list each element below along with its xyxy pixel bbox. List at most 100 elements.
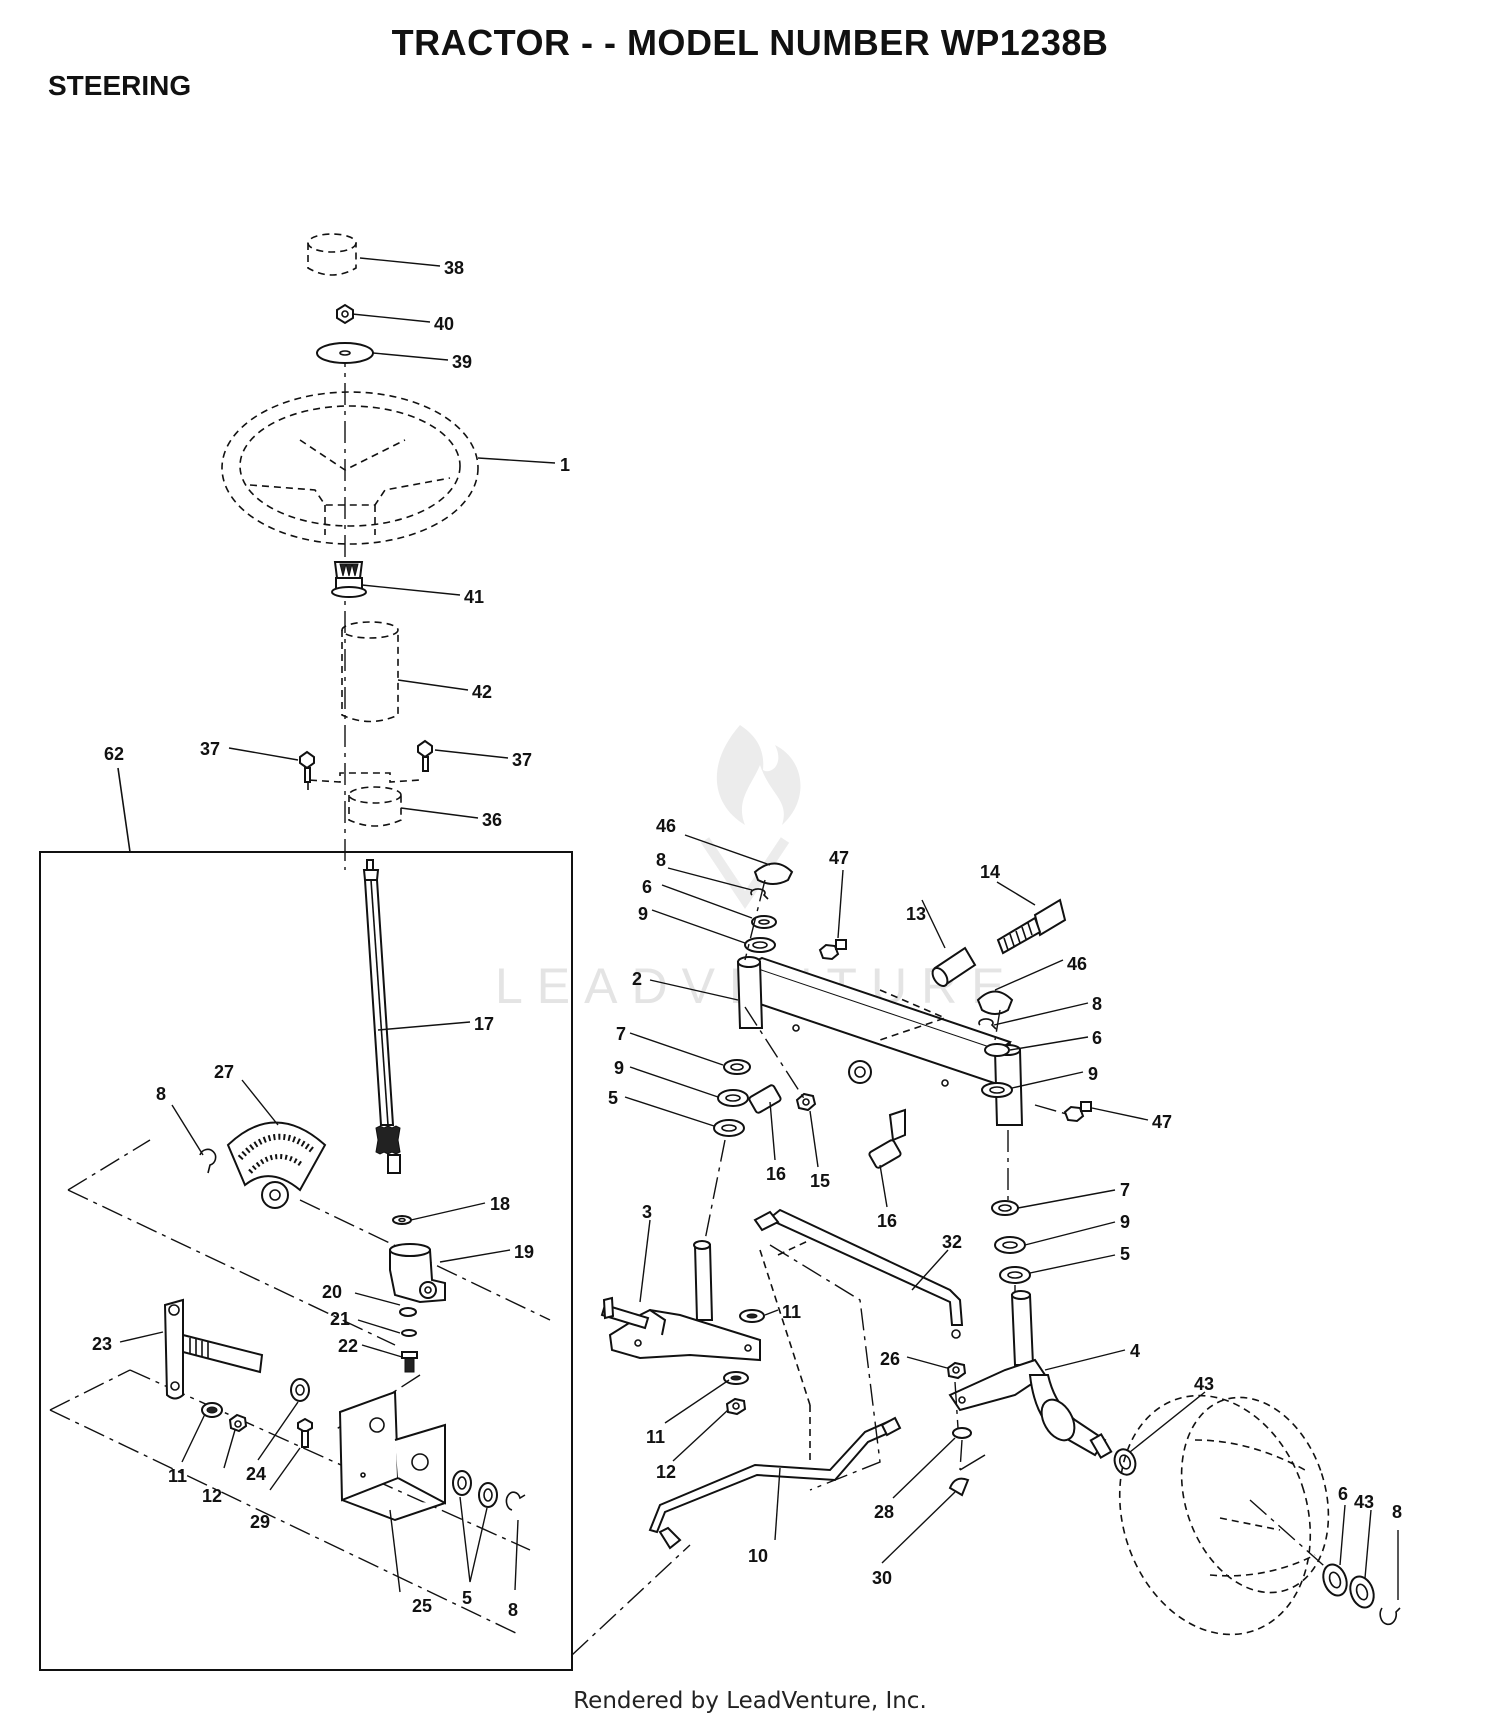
part-29-bolt xyxy=(297,1417,313,1448)
callout-40: 40 xyxy=(434,314,454,334)
callout-37-right: 37 xyxy=(512,750,532,770)
part-1-steering-wheel xyxy=(221,391,479,545)
part-28-washer xyxy=(952,1427,972,1439)
callout-11-axle-top: 11 xyxy=(782,1302,801,1322)
callout-12-axle: 12 xyxy=(656,1462,676,1482)
part-11-washer-left xyxy=(201,1402,223,1418)
part-8-clip-left xyxy=(199,1148,217,1174)
part-37-bolt-left xyxy=(299,750,315,783)
part-47-grease-fitting-b xyxy=(1063,1101,1092,1123)
part-15-nut xyxy=(795,1092,817,1112)
footer-credit: Rendered by LeadVenture, Inc. xyxy=(573,1688,927,1714)
callout-8-box: 8 xyxy=(508,1600,518,1620)
callout-16-a: 16 xyxy=(766,1164,786,1184)
part-8-clip-axle-left xyxy=(750,888,769,900)
callout-labels: 38 40 39 1 41 42 37 37 62 36 17 8 27 18 … xyxy=(92,258,1402,1620)
callout-5-right: 5 xyxy=(1120,1244,1130,1264)
callout-24: 24 xyxy=(246,1464,266,1484)
part-47-grease-fitting-a xyxy=(818,939,847,961)
part-5-washer-box-b xyxy=(478,1482,498,1508)
callout-39: 39 xyxy=(452,352,472,372)
callout-29: 29 xyxy=(250,1512,270,1532)
leader-lines xyxy=(119,257,1399,1600)
part-46-cap-right xyxy=(976,990,1014,1015)
part-22-bolt xyxy=(401,1351,418,1373)
part-6-washer-left xyxy=(751,915,777,929)
section-title: STEERING xyxy=(48,70,192,101)
callout-9-right-mid: 9 xyxy=(1120,1212,1130,1232)
callout-6-wheel: 6 xyxy=(1338,1484,1348,1504)
part-39-washer xyxy=(316,342,374,364)
part-17-steering-shaft xyxy=(362,859,401,1174)
callout-12-box: 12 xyxy=(202,1486,222,1506)
part-9-bearing-left-mid xyxy=(717,1089,749,1107)
part-9-bearing-left-top xyxy=(744,937,776,953)
callout-30: 30 xyxy=(872,1568,892,1588)
part-5-washer-left-low xyxy=(713,1119,745,1137)
callout-8-axle-right: 8 xyxy=(1092,994,1102,1014)
callout-6-left: 6 xyxy=(642,877,652,897)
part-14-pivot-bolt xyxy=(996,898,1067,955)
part-38-cap xyxy=(307,233,357,276)
part-12-nut-left xyxy=(228,1413,248,1433)
part-42-tube xyxy=(341,621,399,723)
part-9-bearing-right-mid xyxy=(994,1236,1026,1254)
callout-38: 38 xyxy=(444,258,464,278)
callout-18: 18 xyxy=(490,1194,510,1214)
part-30-tie-rod-end xyxy=(948,1454,986,1497)
part-7-washer-left xyxy=(723,1059,751,1075)
callout-23: 23 xyxy=(92,1334,112,1354)
callout-9-right-top: 9 xyxy=(1088,1064,1098,1084)
callout-37-left: 37 xyxy=(200,739,220,759)
callout-9-left-top: 9 xyxy=(638,904,648,924)
part-8-clip-axle-right xyxy=(978,1018,997,1030)
part-27-sector-gear xyxy=(226,1121,327,1209)
callout-4: 4 xyxy=(1130,1341,1140,1361)
callout-3: 3 xyxy=(642,1202,652,1222)
callout-19: 19 xyxy=(514,1242,534,1262)
callout-8-axle-left: 8 xyxy=(656,850,666,870)
callout-62: 62 xyxy=(104,744,124,764)
callout-14: 14 xyxy=(980,862,1000,882)
part-20-washer xyxy=(399,1307,417,1317)
part-5-washer-right-low xyxy=(999,1266,1031,1284)
callout-47-b: 47 xyxy=(1152,1112,1172,1132)
callout-41: 41 xyxy=(464,587,484,607)
callout-17: 17 xyxy=(474,1014,494,1034)
callout-6-right: 6 xyxy=(1092,1028,1102,1048)
part-11-washer-bottom xyxy=(723,1371,749,1385)
callout-1: 1 xyxy=(560,455,570,475)
part-6-washer-wheel xyxy=(1322,1563,1348,1597)
callout-47-a: 47 xyxy=(829,848,849,868)
callout-32: 32 xyxy=(942,1232,962,1252)
part-6-washer-right xyxy=(984,1043,1010,1057)
part-46-cap-left xyxy=(753,862,794,885)
part-12-nut-center xyxy=(725,1397,747,1416)
callout-8-gear: 8 xyxy=(156,1084,166,1104)
callout-26: 26 xyxy=(880,1349,900,1369)
callout-28: 28 xyxy=(874,1502,894,1522)
part-9-bearing-right-top xyxy=(981,1082,1013,1098)
part-43-washer-front xyxy=(1113,1448,1137,1476)
callout-2: 2 xyxy=(632,969,642,989)
part-16-pin-a xyxy=(748,1084,782,1114)
callout-46-right: 46 xyxy=(1067,954,1087,974)
part-19-bearing-block xyxy=(389,1243,446,1304)
callout-42: 42 xyxy=(472,682,492,702)
part-24-bushing xyxy=(290,1378,310,1402)
part-4-right-spindle xyxy=(948,1290,1113,1460)
part-7-washer-right xyxy=(991,1200,1019,1216)
callout-8-wheel: 8 xyxy=(1392,1502,1402,1522)
part-10-drag-link xyxy=(648,1239,902,1550)
callout-5-box: 5 xyxy=(462,1588,472,1608)
callout-36: 36 xyxy=(482,810,502,830)
callout-22: 22 xyxy=(338,1336,358,1356)
page-title: TRACTOR - - MODEL NUMBER WP1238B xyxy=(391,22,1109,63)
part-26-nut xyxy=(946,1361,967,1380)
callout-16-b: 16 xyxy=(877,1211,897,1231)
part-18-washer xyxy=(392,1215,412,1225)
part-5-washer-box-a xyxy=(452,1470,472,1496)
callout-21: 21 xyxy=(330,1309,350,1329)
part-13-spacer xyxy=(931,946,977,988)
